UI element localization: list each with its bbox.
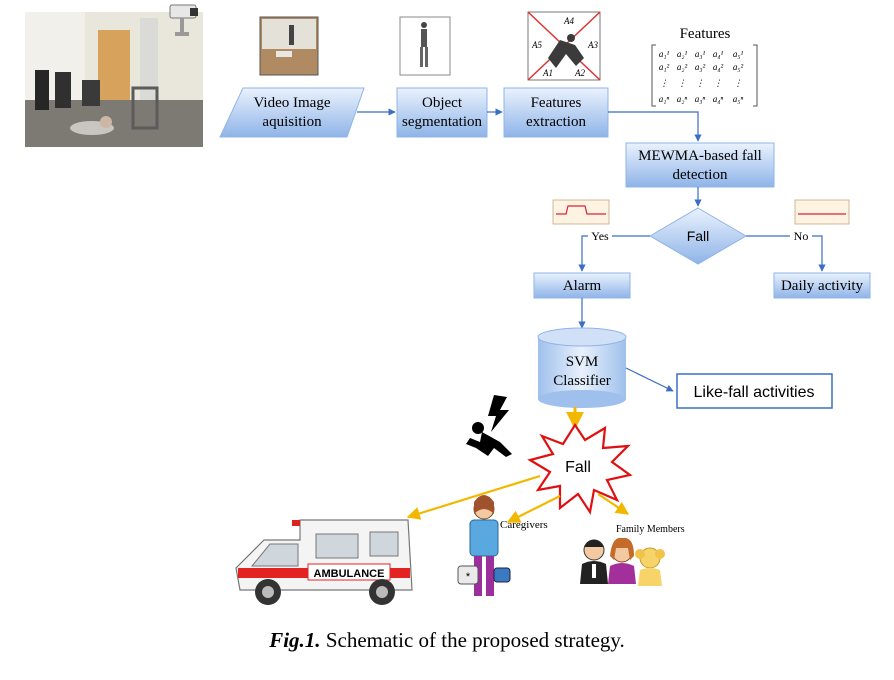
- mewma-box: [625, 142, 775, 188]
- matrix-cell: a₅¹: [733, 49, 744, 59]
- segmentation-box: [396, 87, 488, 138]
- alarm-box: [533, 272, 631, 299]
- silhouette-label: A2: [574, 68, 585, 78]
- silhouette-feature-image: A4 A5 A3 A1 A2: [527, 11, 601, 81]
- fall-burst: [527, 422, 633, 515]
- daily-activity-box: [773, 272, 871, 299]
- matrix-cell: a₅ⁿ: [733, 94, 744, 104]
- arrow-features-to-mewma: [608, 111, 702, 142]
- features-extraction-box: [503, 87, 609, 138]
- matrix-cell: ⋮: [678, 78, 687, 88]
- features-title: Features: [680, 26, 731, 42]
- matrix-cell: ⋮: [734, 78, 743, 88]
- matrix-cell: a₁¹: [659, 49, 670, 59]
- silhouette-label: A1: [542, 68, 553, 78]
- matrix-cell: a₄¹: [713, 49, 724, 59]
- video-acquisition-box: [219, 87, 365, 138]
- matrix-cell: a₄²: [713, 62, 724, 72]
- features-matrix: a₁¹ a₂¹ a₃¹ a₄¹ a₅¹ a₁² a₂² a₃² a₄² a₅² ⋮ ⋮ ⋮ ⋮ ⋮ a₁ⁿ a₂…: [651, 44, 758, 107]
- silhouette-label: A5: [531, 40, 542, 50]
- caption-text: Schematic of the proposed strategy.: [320, 628, 625, 652]
- arrow-to-caregivers: [506, 495, 561, 523]
- matrix-cell: ⋮: [660, 78, 669, 88]
- caption-prefix: Fig.1.: [269, 628, 321, 652]
- no-label: No: [794, 229, 809, 243]
- room-photo: [25, 12, 203, 147]
- fall-burst-label: Fall: [565, 459, 591, 476]
- figure-caption: Fig.1. Schematic of the proposed strateg…: [0, 628, 894, 653]
- caregivers-label: Caregivers: [500, 519, 548, 531]
- matrix-cell: a₃ⁿ: [695, 94, 706, 104]
- matrix-cell: a₁ⁿ: [659, 94, 670, 104]
- ambulance-icon: AMBULANCE: [235, 519, 413, 605]
- matrix-cell: ⋮: [714, 78, 723, 88]
- normal-signal-plot: [794, 199, 850, 225]
- like-fall-label: Like-fall activities: [694, 384, 815, 401]
- matrix-cell: ⋮: [696, 78, 705, 88]
- svg-text:*: *: [466, 571, 471, 583]
- arrow-to-family: [597, 493, 630, 515]
- matrix-cell: a₃²: [695, 62, 706, 72]
- ambulance-label: AMBULANCE: [314, 568, 385, 580]
- yes-label: Yes: [591, 229, 609, 243]
- arrow-no-branch: [746, 235, 826, 272]
- svm-classifier-cylinder: [537, 327, 627, 408]
- matrix-cell: a₁²: [659, 62, 670, 72]
- silhouette-label: A3: [587, 40, 598, 50]
- daily-activity-label: Daily activity: [781, 278, 864, 294]
- caregiver-icon: *: [457, 495, 511, 596]
- camera-icon: [169, 4, 198, 36]
- fall-signal-plot: [552, 199, 610, 225]
- matrix-cell: a₅²: [733, 62, 744, 72]
- silhouette-label: A4: [563, 16, 574, 26]
- segmented-person-image: [399, 16, 451, 76]
- matrix-cell: a₃¹: [695, 49, 706, 59]
- arrow-yes-branch: [578, 235, 650, 272]
- alarm-label: Alarm: [563, 278, 602, 294]
- family-members-label: Family Members: [616, 524, 685, 535]
- matrix-cell: a₂¹: [677, 49, 688, 59]
- like-fall-box: [676, 373, 833, 409]
- matrix-cell: a₄ⁿ: [713, 94, 724, 104]
- fall-decision-diamond: [649, 207, 747, 265]
- falling-person-icon: [466, 395, 512, 457]
- video-thumbnail: [259, 16, 319, 76]
- family-members-icon: [580, 537, 665, 586]
- matrix-cell: a₂²: [677, 62, 688, 72]
- matrix-cell: a₂ⁿ: [677, 94, 688, 104]
- arrow-to-ambulance: [406, 474, 541, 520]
- arrow-svm-to-likefall: [625, 367, 674, 392]
- fall-decision-label: Fall: [687, 228, 710, 244]
